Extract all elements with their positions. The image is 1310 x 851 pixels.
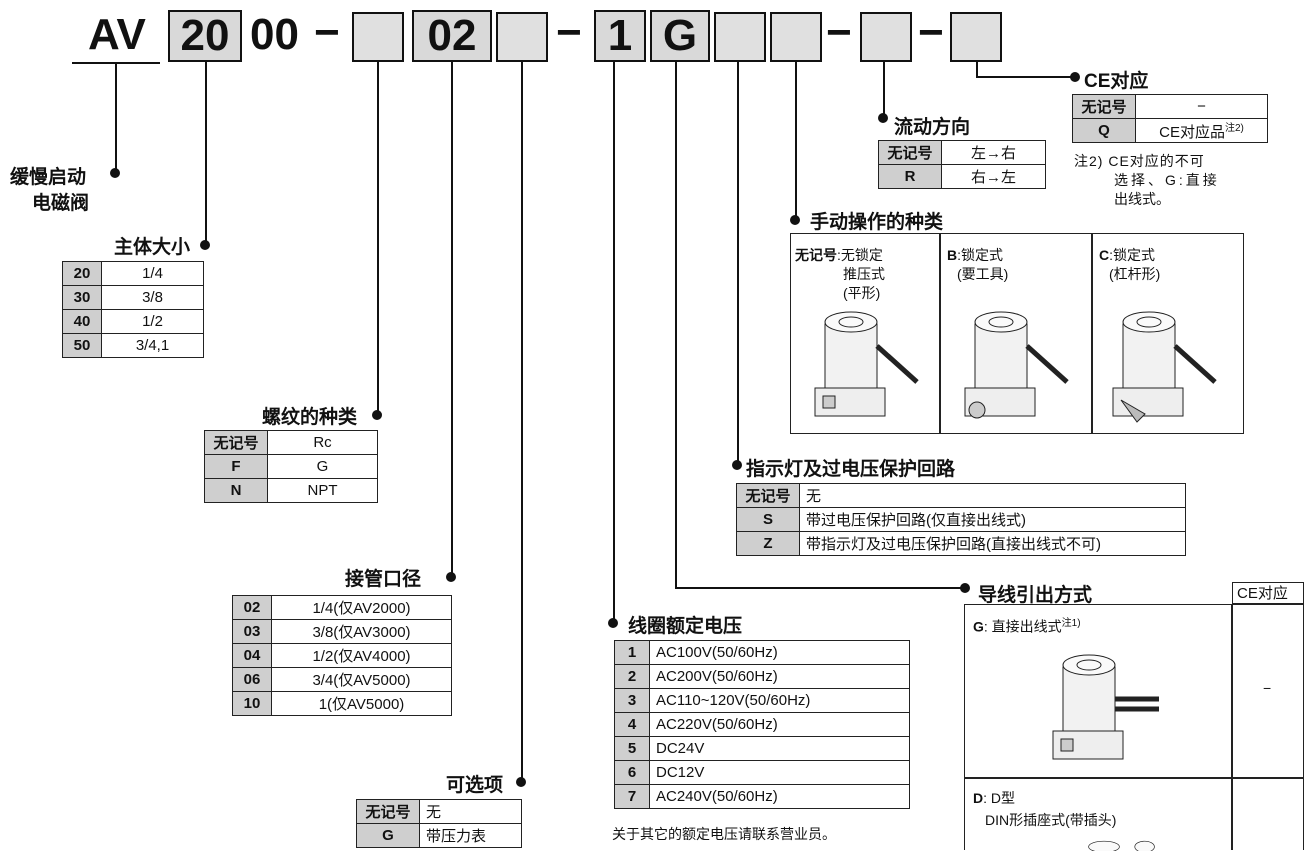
option-title: 可选项	[446, 775, 504, 796]
fixed-code: 00	[250, 10, 299, 59]
lead-ce-header: CE对应	[1232, 582, 1304, 604]
product-dot	[110, 168, 120, 178]
ce-title: CE对应	[1084, 71, 1149, 92]
valve-image-lever	[1112, 311, 1217, 423]
manual-panel-b: B:锁定式 (要工具)	[940, 233, 1092, 434]
indicator-dot	[732, 460, 742, 470]
indicator-title: 指示灯及过电压保护回路	[746, 459, 956, 480]
size-code-box: 20	[168, 10, 242, 62]
lead-panel-g: G: 直接出线式注1)	[964, 604, 1232, 778]
voltage-note: 关于其它的额定电压请联系营业员。	[612, 826, 836, 842]
manual-panel-none: 无记号:无锁定 推压式 (平形)	[790, 233, 940, 434]
ce-dot	[1070, 72, 1080, 82]
option-dot	[516, 777, 526, 787]
table-row: 无记号左→右	[878, 140, 1046, 165]
thread-dot	[372, 410, 382, 420]
table-row: 无记号−	[1072, 94, 1268, 119]
indicator-code-box	[714, 12, 766, 62]
product-name-line1: 缓慢启动	[10, 167, 87, 188]
ce-code-box	[950, 12, 1002, 62]
lead-panel-d: D: D型 DIN形插座式(带插头)	[964, 778, 1232, 851]
lead-ce-g: −	[1232, 604, 1304, 778]
table-row: 无记号无	[736, 483, 1186, 508]
lead-ce-d	[1232, 778, 1304, 850]
flow-dot	[878, 113, 888, 123]
manual-title: 手动操作的种类	[810, 212, 944, 233]
option-code-box	[496, 12, 548, 62]
dash-4: −	[918, 8, 944, 57]
lead-title: 导线引出方式	[978, 585, 1093, 606]
model-prefix: AV	[88, 10, 146, 59]
dash-3: −	[826, 8, 852, 57]
port-code-box: 02	[412, 10, 492, 62]
flow-title: 流动方向	[894, 117, 971, 138]
table-row: 无记号无	[356, 799, 522, 824]
manual-panel-c: C:锁定式 (杠杆形)	[1092, 233, 1244, 434]
ce-note-line1: 注2) CE对应的不可	[1074, 153, 1205, 169]
manual-code-box	[770, 12, 822, 62]
thread-code-box	[352, 12, 404, 62]
valve-image-grommet	[1052, 654, 1159, 760]
ce-note-line2: 选择、G:直接	[1114, 172, 1220, 188]
product-name-line2: 电磁阀	[32, 193, 90, 214]
voltage-title: 线圈额定电压	[628, 616, 743, 637]
lead-code-box: G	[650, 10, 710, 62]
dash-1: −	[314, 8, 340, 57]
body-size-title: 主体大小	[114, 237, 191, 258]
valve-image-push	[814, 311, 919, 417]
valve-image-din	[1088, 840, 1155, 851]
thread-title: 螺纹的种类	[262, 407, 358, 428]
port-size-title: 接管口径	[345, 569, 422, 590]
size-dot	[200, 240, 210, 250]
ce-note-line3: 出线式。	[1114, 191, 1170, 207]
voltage-dot	[608, 618, 618, 628]
flow-code-box	[860, 12, 912, 62]
voltage-code-box: 1	[594, 10, 646, 62]
manual-dot	[790, 215, 800, 225]
valve-image-tool	[964, 311, 1069, 419]
dash-2: −	[556, 8, 582, 57]
prefix-underline	[72, 62, 160, 64]
port-dot	[446, 572, 456, 582]
lead-dot	[960, 583, 970, 593]
